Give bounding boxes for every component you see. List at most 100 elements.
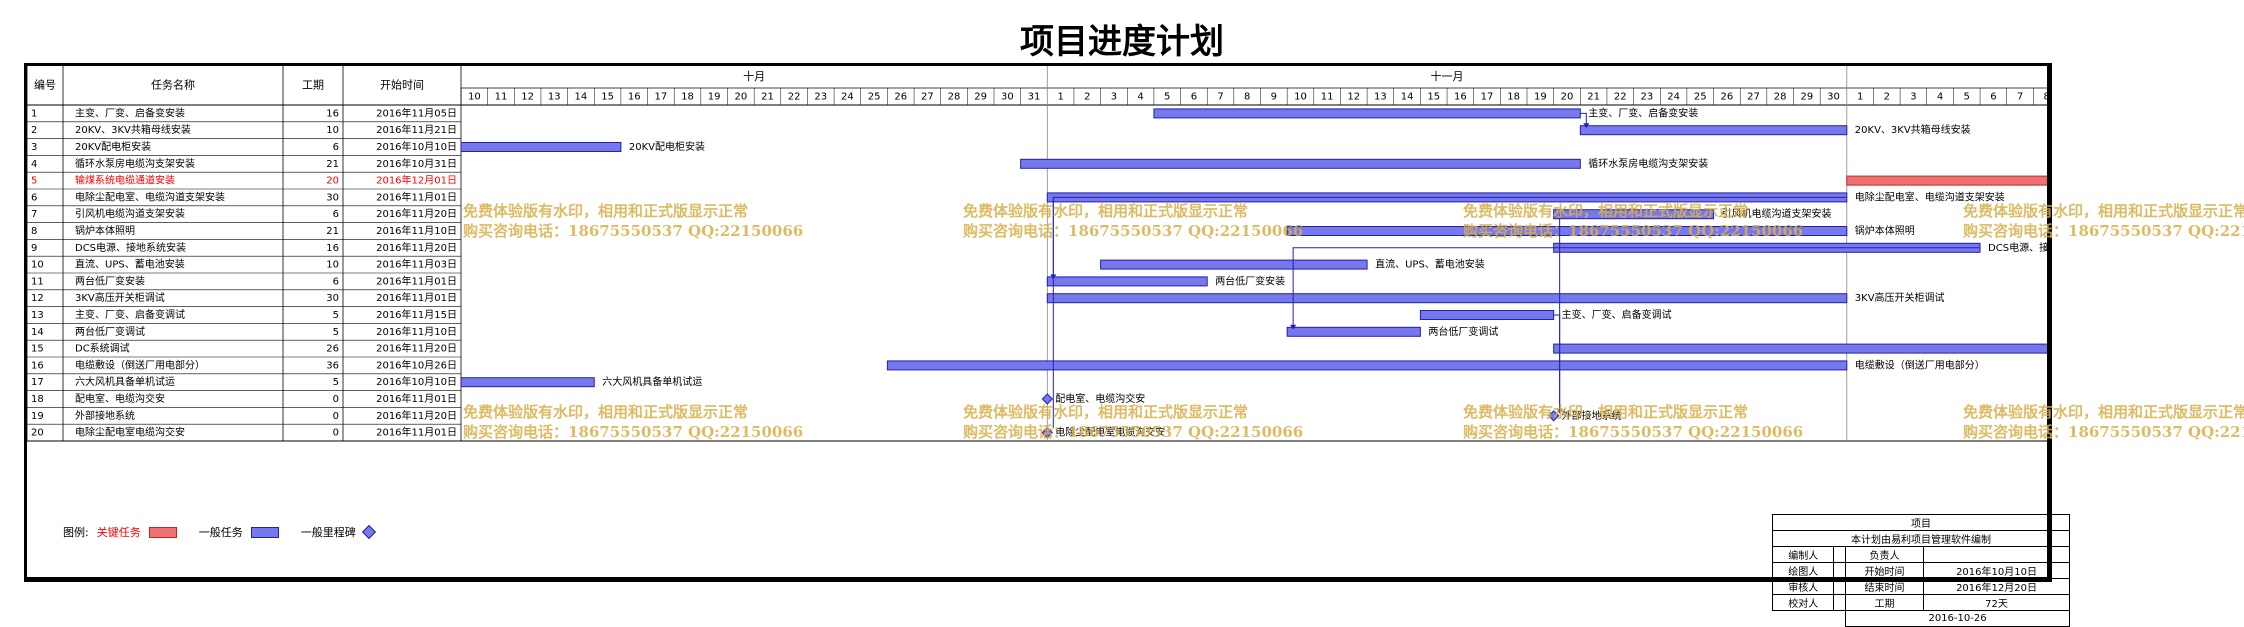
task-name: 两台低厂变调试 (75, 325, 145, 338)
day-tick-label: 5 (1164, 92, 1170, 103)
day-tick-label: 2 (1884, 92, 1890, 103)
task-bar (886, 360, 1848, 371)
day-tick-label: 18 (1507, 92, 1520, 103)
task-start: 2016年11月01日 (376, 190, 457, 203)
task-bar (1020, 158, 1581, 169)
info-date: 2016-10-26 (1845, 610, 2070, 627)
legend-title: 图例: (63, 526, 89, 539)
day-tick-label: 16 (1454, 92, 1467, 103)
watermark-line1: 免费体验版有水印，相用和正式版显示正常 (1463, 202, 1749, 220)
day-tick-label: 12 (521, 92, 534, 103)
task-bar-label: 引风机电缆沟道支架安装 (1722, 207, 1832, 220)
task-no: 10 (31, 260, 44, 271)
header-duration: 工期 (302, 79, 324, 92)
day-tick-label: 23 (814, 92, 827, 103)
task-no: 3 (31, 142, 37, 153)
task-bar-label: 锅炉本体照明 (1855, 224, 1915, 237)
day-tick-label: 9 (1271, 92, 1277, 103)
task-name: 外部接地系统 (75, 409, 135, 422)
day-tick-label: 11 (495, 92, 508, 103)
info-end-label: 结束时间 (1845, 578, 1925, 595)
task-bar (1553, 343, 2047, 354)
dependency-arrow (1292, 247, 1981, 326)
task-duration: 30 (326, 293, 339, 304)
day-tick-label: 20 (1561, 92, 1574, 103)
day-tick-label: 1 (1857, 92, 1863, 103)
info-owner-label: 负责人 (1845, 546, 1925, 563)
watermark: 免费体验版有水印，相用和正式版显示正常购买咨询电话：18675550537 QQ… (1963, 201, 2244, 241)
milestone-label: 配电室、电缆沟交安 (1055, 392, 1145, 405)
task-no: 13 (31, 310, 44, 321)
info-drawer (1833, 562, 1847, 579)
day-tick-label: 15 (601, 92, 614, 103)
day-tick-label: 21 (761, 92, 774, 103)
watermark: 免费体验版有水印，相用和正式版显示正常购买咨询电话：18675550537 QQ… (963, 402, 1303, 442)
task-duration: 6 (333, 209, 339, 220)
watermark-line2: 购买咨询电话：18675550537 QQ:22150066 (1463, 423, 1804, 441)
day-tick-label: 19 (708, 92, 721, 103)
task-duration: 20 (326, 176, 339, 187)
watermark-line1: 免费体验版有水印，相用和正式版显示正常 (963, 403, 1249, 421)
task-duration: 6 (333, 276, 339, 287)
task-name: 电除尘配电室、电缆沟道支架安装 (75, 190, 225, 203)
day-tick-label: 24 (841, 92, 854, 103)
day-tick-label: 19 (1534, 92, 1547, 103)
task-no: 11 (31, 276, 44, 287)
watermark-line1: 免费体验版有水印，相用和正式版显示正常 (963, 202, 1249, 220)
task-bar (460, 377, 595, 388)
legend-milestone-label: 一般里程碑 (300, 526, 356, 539)
task-duration: 5 (333, 377, 339, 388)
day-tick-label: 17 (655, 92, 668, 103)
legend-milestone-diamond-icon (361, 524, 376, 540)
task-bar-label: 电除尘配电室、电缆沟道支架安装 (1855, 190, 2005, 203)
task-duration: 16 (326, 108, 339, 119)
task-name: 六大风机具备单机试运 (75, 375, 175, 388)
watermark-line1: 免费体验版有水印，相用和正式版显示正常 (1963, 403, 2244, 421)
task-duration: 26 (326, 344, 339, 355)
task-duration: 16 (326, 243, 339, 254)
task-no: 8 (31, 226, 37, 237)
day-tick-label: 16 (628, 92, 641, 103)
dependency-arrowhead (1583, 123, 1590, 129)
info-checker (1833, 594, 1847, 611)
task-name: 3KV高压开关柜调试 (75, 291, 165, 304)
task-bar (1419, 310, 1555, 320)
task-bar-label: 两台低厂变调试 (1428, 325, 1498, 338)
task-bar-label: 直流、UPS、蓄电池安装 (1375, 258, 1485, 271)
task-duration: 0 (333, 394, 339, 405)
task-bar (1046, 276, 1208, 287)
milestone-diamond (1041, 426, 1054, 439)
task-bar (1553, 209, 1715, 220)
task-bar (460, 142, 622, 152)
info-drawer-label: 绘图人 (1771, 562, 1835, 579)
task-name: DCS电源、接地系统安装 (75, 241, 186, 254)
milestone-diamond (1041, 393, 1054, 405)
task-no: 17 (31, 377, 44, 388)
info-start-label: 开始时间 (1845, 562, 1925, 579)
critical-task-bar (1846, 175, 2047, 186)
task-bar (1286, 226, 1848, 236)
task-duration: 0 (333, 428, 339, 439)
day-tick-label: 28 (948, 92, 961, 103)
day-tick-label: 8 (2043, 92, 2047, 103)
watermark-line2: 购买咨询电话：18675550537 QQ:22150066 (463, 222, 804, 240)
task-bar-label: 20KV配电柜安装 (629, 140, 705, 153)
day-tick-label: 3 (1111, 92, 1117, 103)
day-tick-label: 12 (1347, 92, 1360, 103)
watermark-line1: 免费体验版有水印，相用和正式版显示正常 (1463, 403, 1749, 421)
task-duration: 21 (326, 159, 339, 170)
task-name: 电除尘配电室电缆沟交安 (75, 426, 185, 439)
day-tick-label: 5 (1964, 92, 1970, 103)
info-start: 2016年10月10日 (1923, 562, 2070, 579)
info-reviewer-label: 审核人 (1771, 578, 1835, 595)
task-no: 1 (31, 108, 37, 119)
task-start: 2016年11月03日 (376, 258, 457, 271)
day-tick-label: 20 (734, 92, 747, 103)
watermark-line1: 免费体验版有水印，相用和正式版显示正常 (1963, 202, 2244, 220)
day-tick-label: 1 (1057, 92, 1063, 103)
day-tick-label: 26 (1721, 92, 1734, 103)
day-tick-label: 10 (468, 92, 481, 103)
